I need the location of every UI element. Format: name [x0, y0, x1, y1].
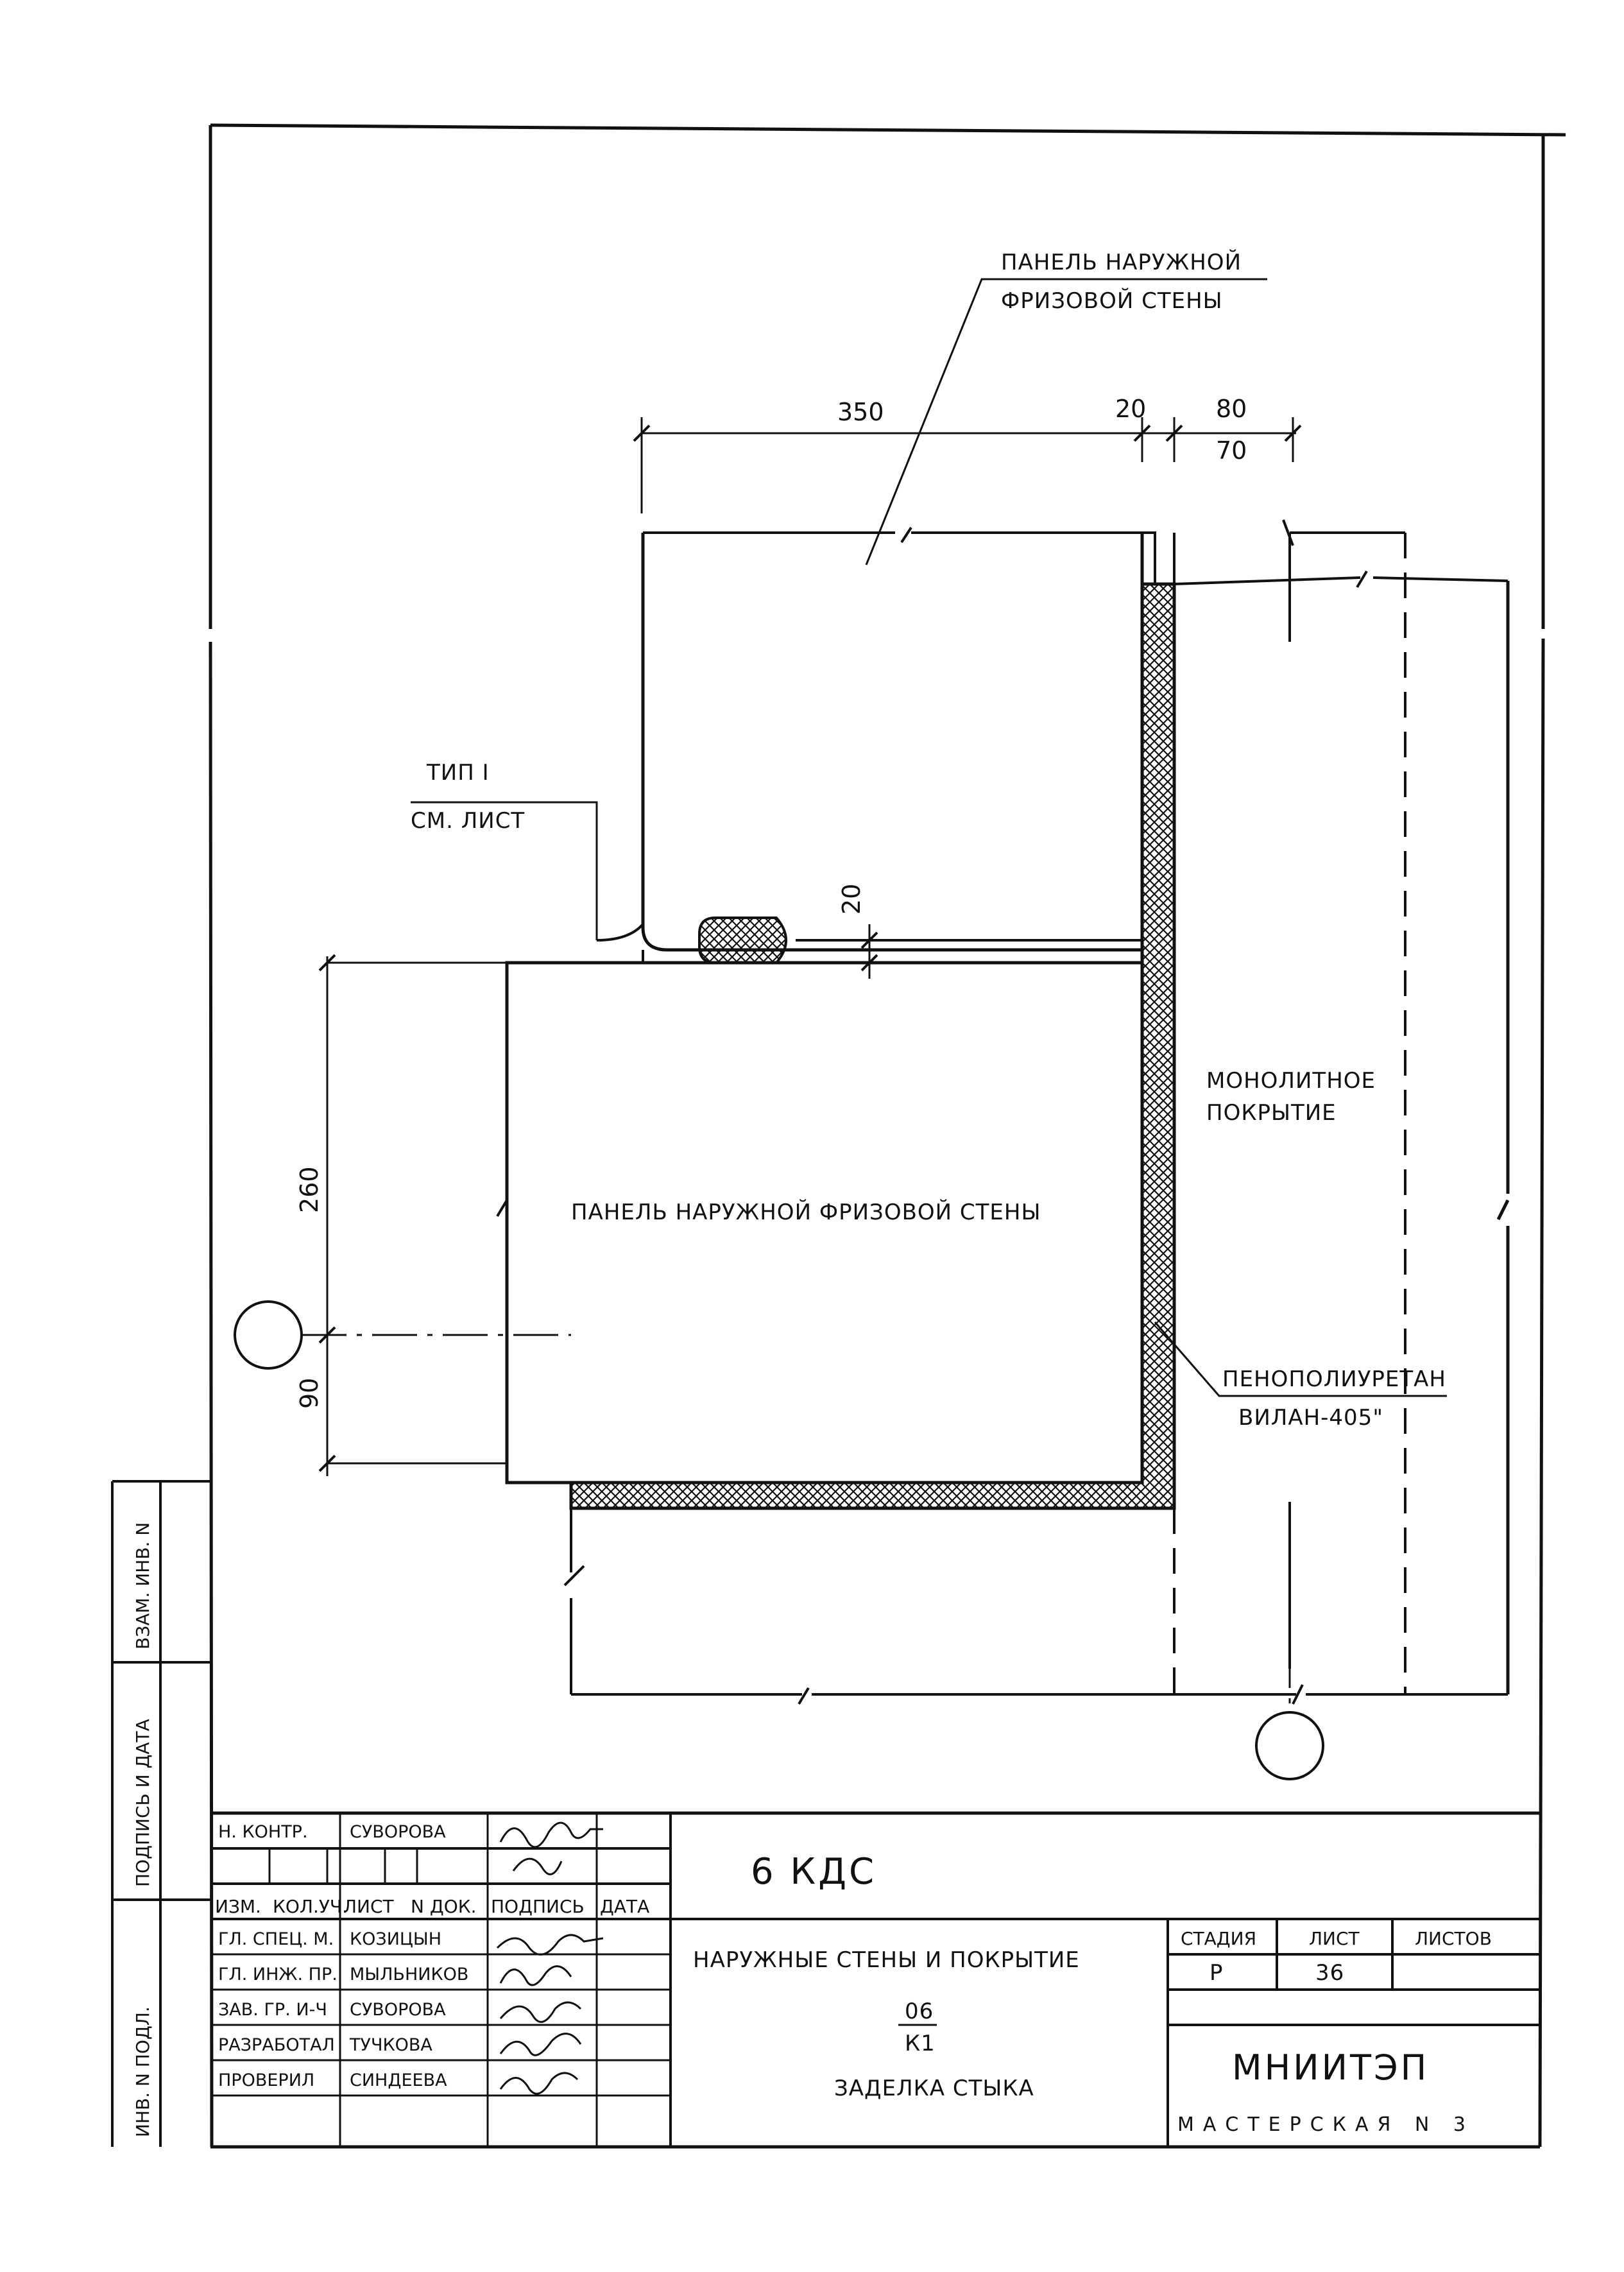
tb-staff-role-3: РАЗРАБОТАЛ — [218, 2035, 335, 2055]
label-monolith-line1: МОНОЛИТНОЕ — [1206, 1068, 1376, 1094]
tb-org: МНИИТЭП — [1232, 2047, 1429, 2088]
tb-stage-header: СТАДИЯ — [1181, 1928, 1256, 1949]
dim-80: 80 — [1216, 395, 1247, 423]
margin-signature-date: ПОДПИСЬ И ДАТА — [132, 1719, 153, 1887]
tb-title-top: НАРУЖНЫЕ СТЕНЫ И ПОКРЫТИЕ — [693, 1947, 1080, 1973]
foam-insulation — [569, 582, 1176, 1510]
tb-col-podpis: ПОДПИСЬ — [491, 1896, 585, 1917]
margin-strip: ВЗАМ. ИНВ. N ПОДПИСЬ И ДАТА ИНВ. N ПОДЛ. — [111, 1480, 210, 2147]
label-foam-line1: ПЕНОПОЛИУРЕТАН — [1222, 1366, 1446, 1392]
label-top-panel-line2: ФРИЗОВОЙ СТЕНЫ — [1001, 288, 1223, 314]
tb-sheet-header: ЛИСТ — [1309, 1928, 1360, 1949]
margin-inv-orig: ИНВ. N ПОДЛ. — [132, 2006, 153, 2137]
margin-vz-inv: ВЗАМ. ИНВ. N — [132, 1522, 153, 1649]
handwritten-signatures — [496, 1821, 604, 2095]
label-top-panel-line1: ПАНЕЛЬ НАРУЖНОЙ — [1001, 249, 1242, 275]
leader-lines — [411, 278, 1447, 1397]
title-block: Н. КОНТР. СУВОРОВА ИЗМ. КОЛ.УЧ. ЛИСТ N Д… — [210, 1811, 1540, 2147]
tb-staff-role-1: ГЛ. ИНЖ. ПР. — [218, 1965, 338, 1984]
dim-90: 90 — [295, 1378, 323, 1409]
tb-staff-role-2: ЗАВ. ГР. И-Ч — [218, 2000, 327, 2020]
tb-col-list: ЛИСТ — [343, 1896, 395, 1917]
tb-fraction-num: 06 — [905, 1999, 934, 2024]
tb-stage-value: Р — [1209, 1960, 1224, 1986]
tb-title-bottom: ЗАДЕЛКА СТЫКА — [834, 2076, 1034, 2101]
tb-nkontr-name: СУВОРОВА — [350, 1822, 446, 1842]
label-monolith-line2: ПОКРЫТИЕ — [1206, 1100, 1337, 1126]
tb-sheet-value: 36 — [1315, 1960, 1344, 1986]
tb-staff-name-2: СУВОРОВА — [350, 2000, 446, 2020]
label-type-ref-line1: ТИП I — [426, 760, 490, 786]
axis-bubble-bottom — [1255, 1711, 1324, 1780]
tb-sheets-header: ЛИСТОВ — [1415, 1928, 1492, 1949]
dim-350: 350 — [837, 398, 884, 426]
tb-staff-name-4: СИНДЕЕВА — [350, 2070, 447, 2090]
dimension-texts: 350 20 80 70 20 260 90 — [295, 395, 1247, 1409]
dim-70: 70 — [1216, 436, 1247, 465]
label-type-ref-line2: СМ. ЛИСТ — [411, 808, 525, 834]
tb-code: 6 КДС — [751, 1851, 876, 1893]
dim-20-top: 20 — [1115, 395, 1146, 423]
tb-workshop: МАСТЕРСКАЯ N 3 — [1177, 2113, 1474, 2136]
dim-260: 260 — [295, 1166, 323, 1213]
tb-staff-role-4: ПРОВЕРИЛ — [218, 2070, 314, 2090]
tb-col-koluch: КОЛ.УЧ. — [273, 1896, 348, 1917]
tb-staff-name-3: ТУЧКОВА — [349, 2035, 432, 2055]
tb-nkontr-role: Н. КОНТР. — [218, 1822, 308, 1842]
sheet-frame — [209, 123, 1566, 2149]
label-main-panel: ПАНЕЛЬ НАРУЖНОЙ ФРИЗОВОЙ СТЕНЫ — [571, 1199, 1041, 1225]
axis-markers — [234, 1300, 1324, 1780]
tb-staff-name-0: КОЗИЦЫН — [350, 1929, 441, 1949]
label-foam-line2: ВИЛАН-405" — [1238, 1405, 1383, 1431]
tb-fraction-den: К1 — [905, 2031, 936, 2056]
tb-col-izm: ИЗМ. — [215, 1896, 261, 1917]
tb-staff-name-1: МЫЛЬНИКОВ — [350, 1965, 468, 1984]
monolith-coating — [563, 519, 1510, 1705]
axis-bubble-left — [234, 1300, 303, 1370]
dim-20-joint: 20 — [837, 884, 866, 915]
tb-col-data: ДАТА — [600, 1896, 649, 1917]
drawing-labels: ПАНЕЛЬ НАРУЖНОЙ ФРИЗОВОЙ СТЕНЫ ТИП I СМ.… — [411, 249, 1446, 1431]
upper-panel — [641, 526, 1156, 952]
dimension-lines — [318, 417, 1302, 1476]
tb-staff-role-0: ГЛ. СПЕЦ. М. — [218, 1929, 334, 1949]
tb-col-ndok: N ДОК. — [411, 1896, 477, 1917]
